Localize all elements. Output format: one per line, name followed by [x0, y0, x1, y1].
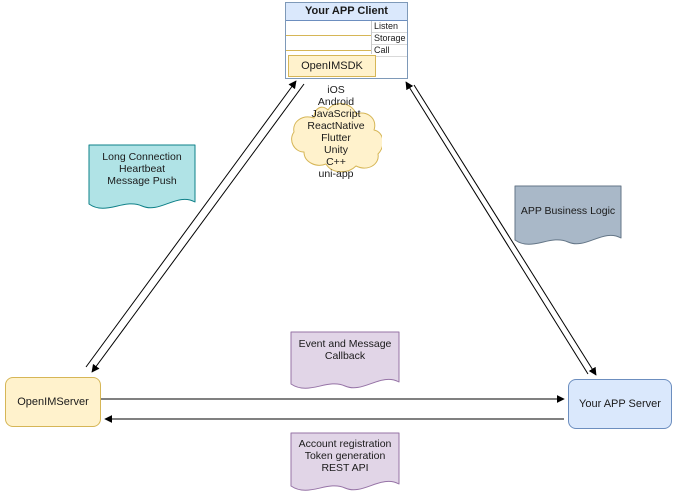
- note-line: Event and Message: [298, 338, 392, 350]
- client-cell: [286, 36, 371, 51]
- note-line: Long Connection: [102, 151, 182, 163]
- arrow-client-to-openimserver: [91, 83, 305, 373]
- note-app-business-logic: APP Business Logic: [514, 185, 622, 252]
- platform-item: iOS: [327, 84, 345, 96]
- client-rows: Listen Storage Call: [372, 21, 407, 57]
- note-rest-api: Account registration Token generation RE…: [290, 432, 400, 498]
- openimserver-node: OpenIMServer: [5, 377, 101, 427]
- note-event-callback: Event and Message Callback: [290, 331, 400, 396]
- client-row-call: Call: [372, 45, 407, 57]
- note-shape: [290, 331, 400, 389]
- client-cell: [286, 21, 371, 36]
- note-shape: [290, 432, 400, 491]
- platform-item: Unity: [324, 144, 348, 156]
- note-line: Message Push: [107, 175, 177, 187]
- platform-item: C++: [326, 156, 346, 168]
- openimsdk-box: OpenIMSDK: [288, 55, 376, 77]
- platforms-cloud: iOS Android JavaScript ReactNative Flutt…: [290, 84, 382, 180]
- note-line: Token generation: [304, 450, 386, 462]
- platform-item: Android: [317, 96, 355, 108]
- note-line: APP Business Logic: [520, 205, 616, 217]
- client-cells: [286, 21, 372, 54]
- note-shape: [514, 185, 622, 245]
- note-line: Account registration: [298, 438, 392, 450]
- cloud-platform-list: iOS Android JavaScript ReactNative Flutt…: [290, 84, 382, 180]
- note-long-connection: Long Connection Heartbeat Message Push: [88, 144, 196, 216]
- arrow-client-to-appserver: [413, 84, 597, 376]
- note-rest-api-text: Account registration Token generation RE…: [290, 432, 400, 474]
- platform-item: ReactNative: [307, 120, 365, 132]
- note-line: Callback: [324, 350, 366, 362]
- note-event-callback-text: Event and Message Callback: [290, 331, 400, 362]
- your-app-server-node: Your APP Server: [568, 379, 672, 429]
- note-line: Heartbeat: [118, 163, 166, 175]
- note-business-logic-text: APP Business Logic: [514, 185, 622, 217]
- your-app-client-box: Your APP Client Listen Storage Call Open…: [285, 2, 408, 79]
- client-row-storage: Storage: [372, 33, 407, 45]
- arrow-openimserver-to-client: [85, 80, 297, 368]
- platform-item: Flutter: [321, 132, 351, 144]
- platform-item: uni-app: [318, 168, 354, 180]
- note-shape: [88, 144, 196, 209]
- client-title: Your APP Client: [286, 3, 407, 21]
- client-row-listen: Listen: [372, 21, 407, 33]
- cloud-shape: [291, 103, 382, 173]
- client-body: Listen Storage Call: [286, 21, 407, 57]
- arrow-appserver-to-client: [405, 81, 589, 375]
- note-line: REST API: [321, 462, 369, 474]
- note-long-connection-text: Long Connection Heartbeat Message Push: [88, 144, 196, 187]
- platform-item: JavaScript: [311, 108, 361, 120]
